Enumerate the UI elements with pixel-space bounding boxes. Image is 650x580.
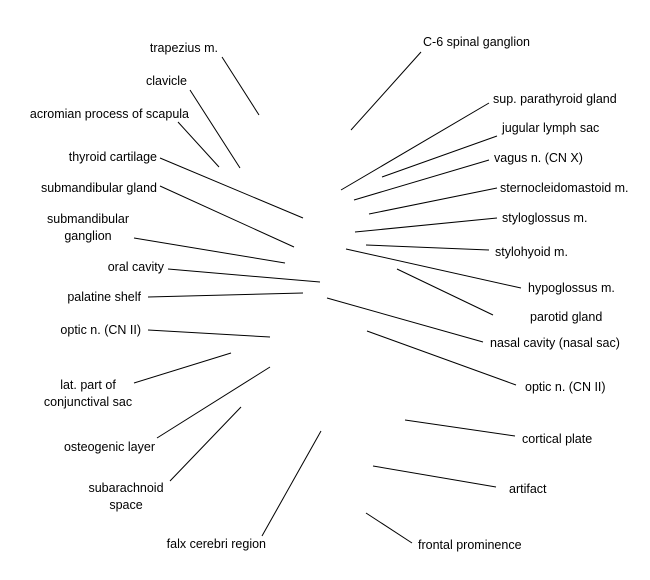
label-vagus: vagus n. (CN X) xyxy=(494,151,583,165)
label-sternocleidomastoid: sternocleidomastoid m. xyxy=(500,181,629,195)
leader-cortical xyxy=(404,419,516,437)
label-subarachnoid-line1: subarachnoid xyxy=(88,481,164,495)
leader-subarachnoid xyxy=(169,406,242,482)
label-falx: falx cerebri region xyxy=(166,537,266,551)
leader-c6-ganglion xyxy=(350,51,422,131)
leader-vagus xyxy=(353,159,490,201)
leader-conjunctival xyxy=(133,352,232,384)
leader-clavicle xyxy=(189,89,241,169)
label-artifact: artifact xyxy=(509,482,547,496)
leader-frontal xyxy=(365,512,413,544)
label-conjunctival-line2: conjunctival sac xyxy=(43,395,133,409)
label-trapezius: trapezius m. xyxy=(149,41,218,55)
label-submandibular-gland: submandibular gland xyxy=(40,181,157,195)
label-subarachnoid-line2: space xyxy=(109,498,143,512)
label-hypoglossus: hypoglossus m. xyxy=(528,281,615,295)
leader-parotid xyxy=(396,268,494,316)
leader-sternocleidomastoid xyxy=(368,187,498,215)
leader-stylohyoid xyxy=(365,244,490,251)
label-cortical: cortical plate xyxy=(522,432,593,446)
leader-thyroid-cartilage xyxy=(159,157,304,219)
label-subarachnoid: subarachnoid space xyxy=(88,480,163,514)
label-c6-ganglion: C-6 spinal ganglion xyxy=(423,35,531,49)
label-clavicle: clavicle xyxy=(146,74,187,88)
leader-osteogenic xyxy=(156,366,271,439)
label-thyroid-cartilage: thyroid cartilage xyxy=(68,150,157,164)
leader-nasal-cavity xyxy=(326,297,484,343)
leader-submandibular-ganglion xyxy=(133,237,286,264)
leader-optic-right xyxy=(366,330,517,386)
leader-hypoglossus xyxy=(345,248,522,289)
label-palatine-shelf: palatine shelf xyxy=(67,290,141,304)
leader-styloglossus xyxy=(354,217,498,233)
leader-optic-left xyxy=(147,329,271,338)
leader-artifact xyxy=(372,465,497,488)
label-optic-right: optic n. (CN II) xyxy=(525,380,606,394)
leader-palatine-shelf xyxy=(147,292,304,298)
label-acromian: acromian process of scapula xyxy=(29,107,189,121)
leader-oral-cavity xyxy=(167,268,321,283)
leader-falx xyxy=(261,430,322,537)
leader-acromian xyxy=(177,121,220,168)
label-frontal: frontal prominence xyxy=(418,538,522,552)
label-nasal-cavity: nasal cavity (nasal sac) xyxy=(490,336,620,350)
leader-parathyroid xyxy=(340,102,490,191)
label-optic-left: optic n. (CN II) xyxy=(60,323,141,337)
label-jugular: jugular lymph sac xyxy=(502,121,600,135)
label-parotid: parotid gland xyxy=(530,310,603,324)
label-conjunctival: lat. part of conjunctival sac xyxy=(44,377,132,411)
label-submandibular-ganglion: submandibular ganglion xyxy=(47,211,129,245)
label-styloglossus: styloglossus m. xyxy=(502,211,588,225)
leader-trapezius xyxy=(221,56,260,116)
label-parathyroid: sup. parathyroid gland xyxy=(493,92,617,106)
label-submandibular-ganglion-line2: ganglion xyxy=(64,229,112,243)
leader-submandibular-gland xyxy=(159,185,295,248)
label-oral-cavity: oral cavity xyxy=(107,260,164,274)
label-osteogenic: osteogenic layer xyxy=(63,440,155,454)
label-conjunctival-line1: lat. part of xyxy=(60,378,116,392)
label-submandibular-ganglion-line1: submandibular xyxy=(47,212,129,226)
leader-jugular xyxy=(381,135,498,178)
label-stylohyoid: stylohyoid m. xyxy=(495,245,568,259)
